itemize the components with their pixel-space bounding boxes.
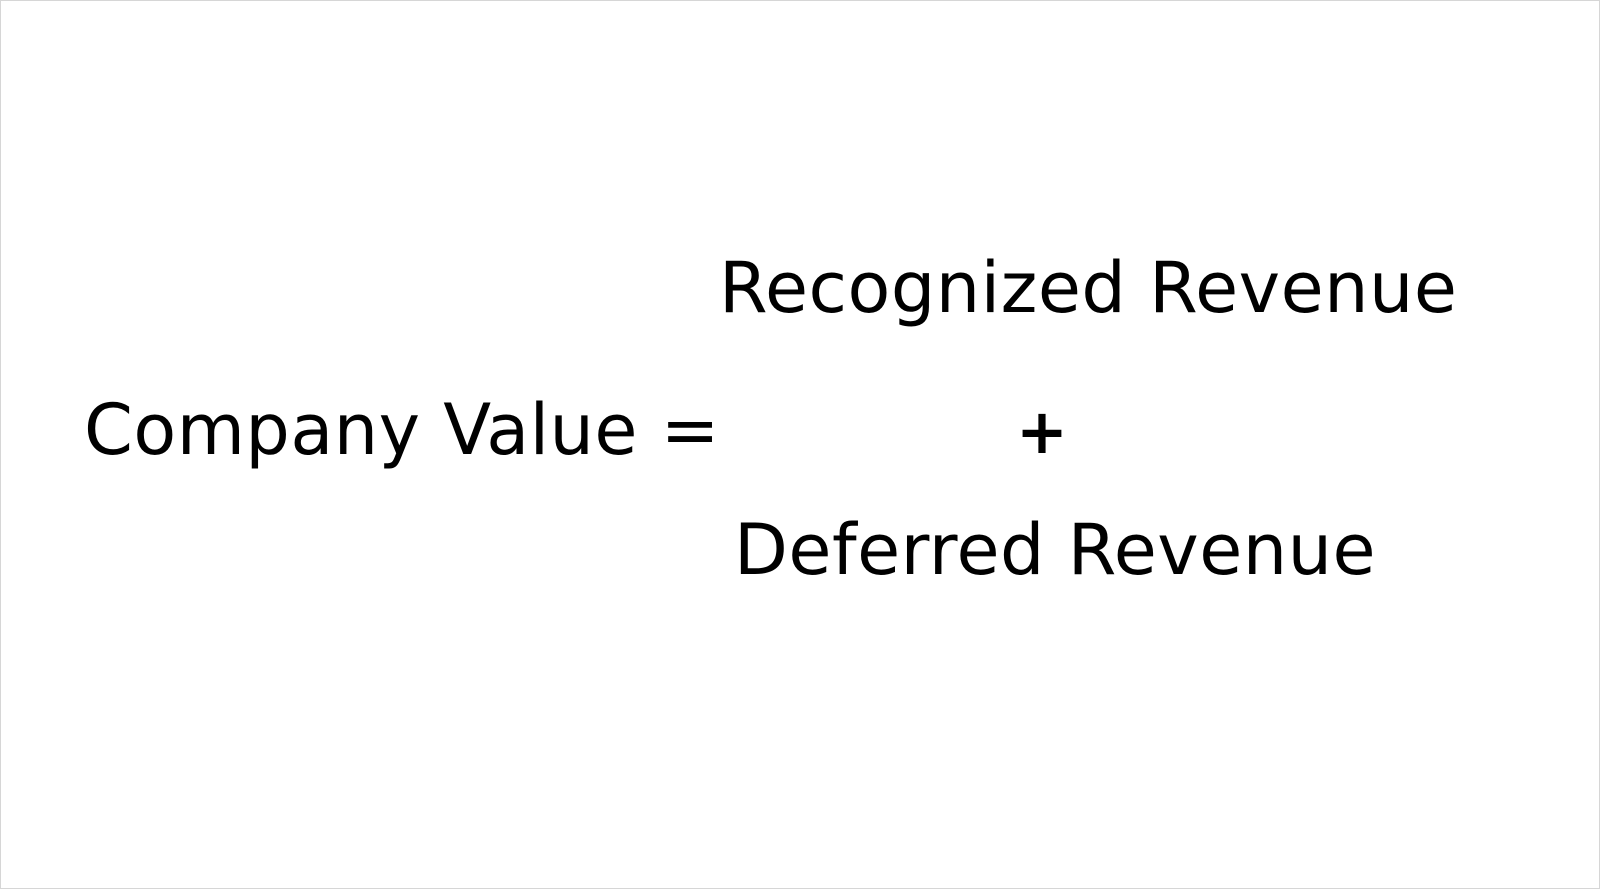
deferred-revenue-term: Deferred Revenue [734, 509, 1377, 591]
equation-lhs: Company Value = [84, 389, 720, 471]
recognized-revenue-term: Recognized Revenue [719, 247, 1458, 329]
plus-operator: + [1016, 395, 1069, 468]
